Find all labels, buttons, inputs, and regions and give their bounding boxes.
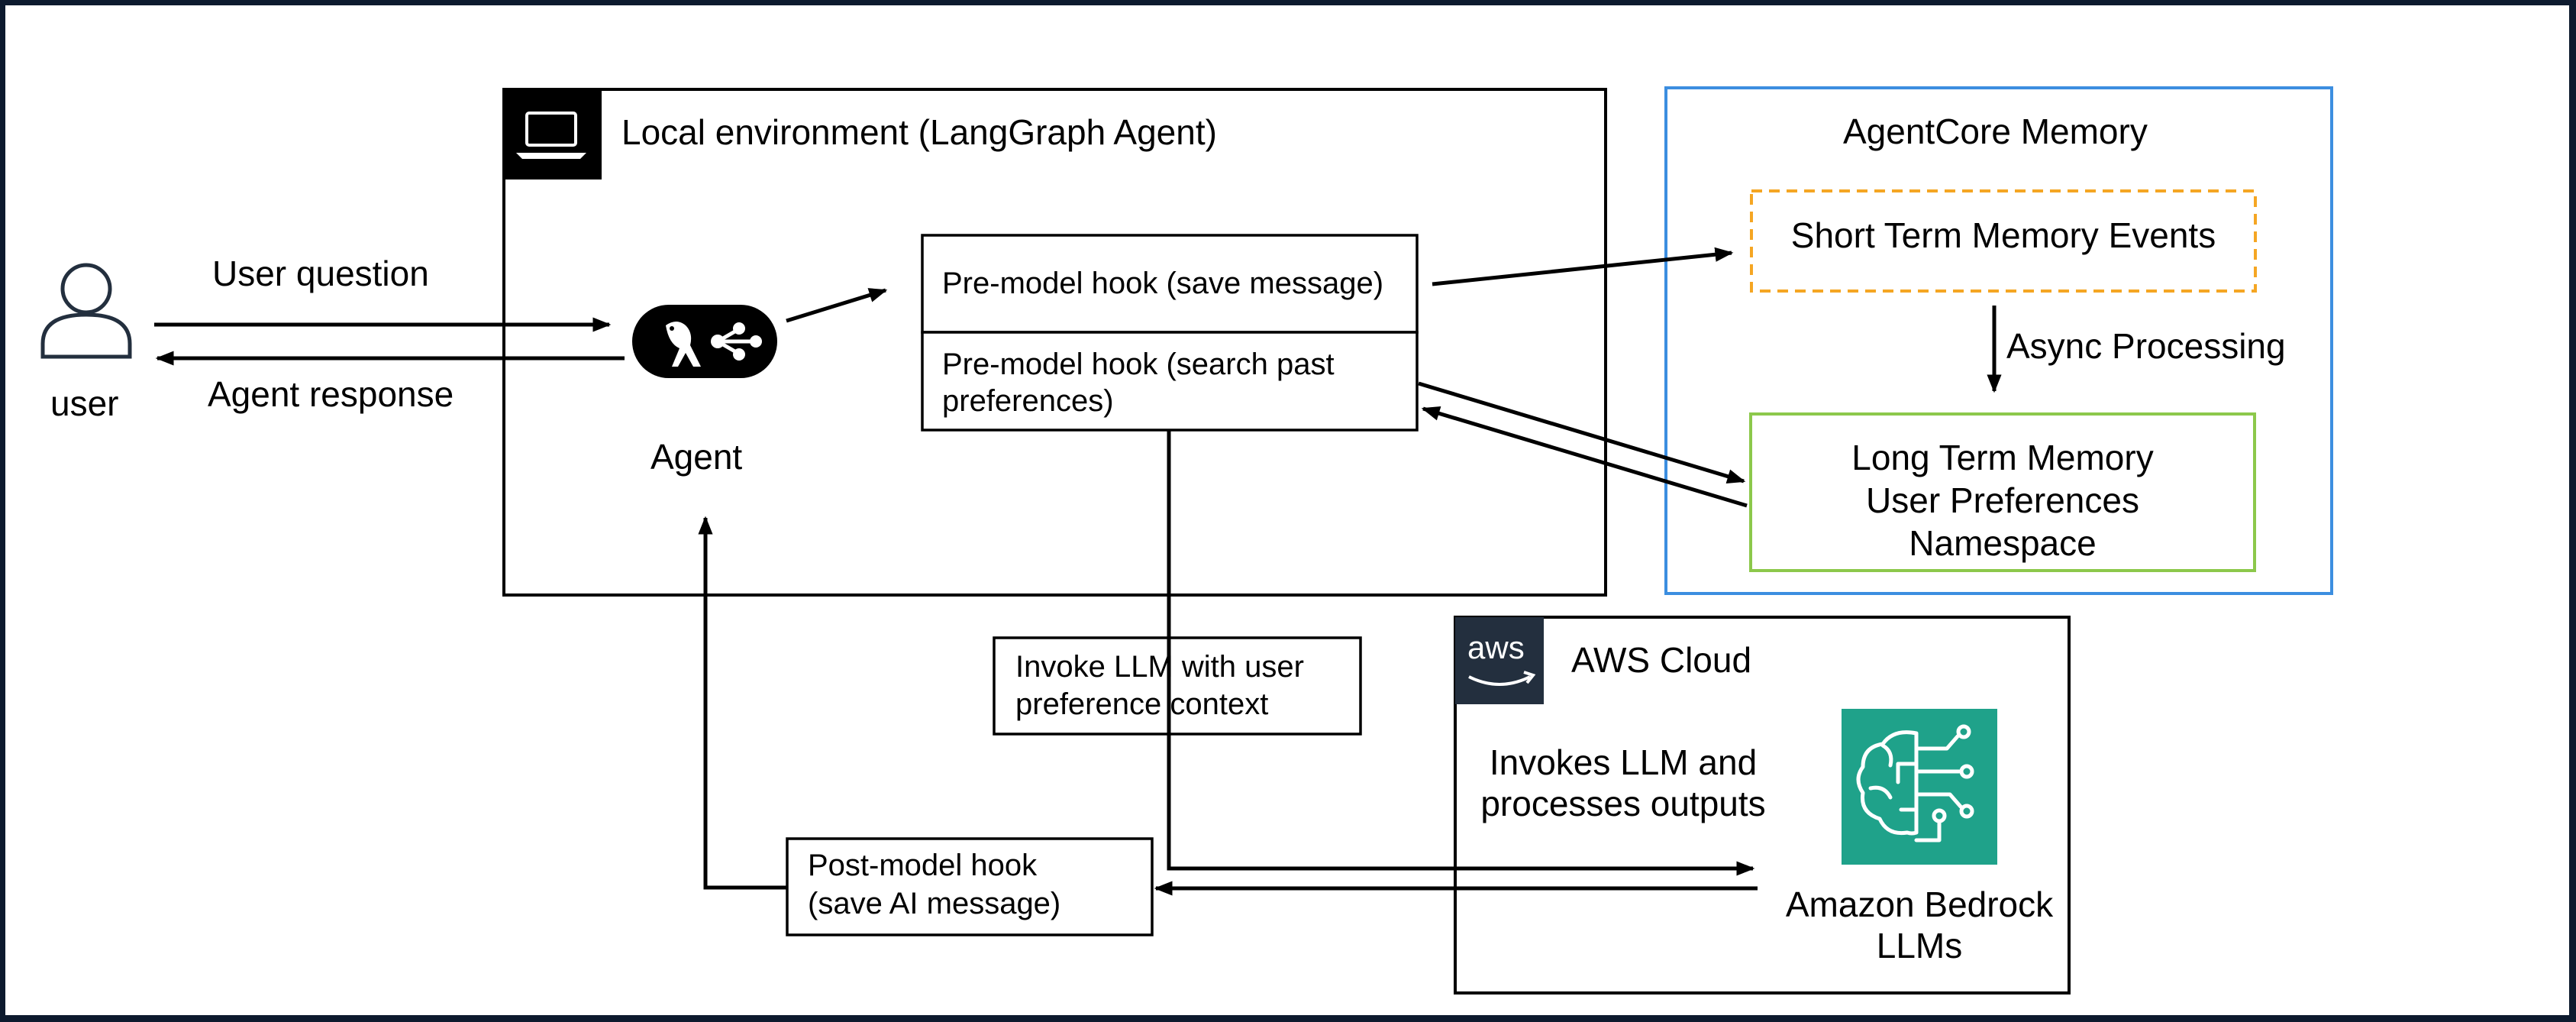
agent-label: Agent xyxy=(650,437,743,477)
aws-logo-text: aws xyxy=(1467,629,1525,665)
local-environment-box xyxy=(502,88,1607,597)
long-term-memory-line1: Long Term Memory xyxy=(1851,438,2154,477)
local-environment-title: Local environment (LangGraph Agent) xyxy=(621,112,1217,152)
pre-search-hook-label-line2: preferences) xyxy=(942,384,1114,418)
post-model-hook-label-line1: Post-model hook xyxy=(808,849,1038,882)
invoke-llm-label-line2: preference context xyxy=(1015,687,1269,721)
agentcore-memory-box xyxy=(1664,86,2333,595)
laptop-icon xyxy=(504,89,602,179)
long-term-memory-line3: Namespace xyxy=(1909,523,2097,563)
short-term-memory-label: Short Term Memory Events xyxy=(1790,215,2216,255)
pre-save-hook-label: Pre-model hook (save message) xyxy=(942,267,1384,300)
invoke-llm-box xyxy=(993,636,1362,736)
user-label: user xyxy=(50,383,119,423)
bedrock-label-line1: Amazon Bedrock xyxy=(1785,885,2054,924)
agent-to-hook-arrow xyxy=(786,288,888,323)
long-term-to-search-arrow xyxy=(1421,406,1748,508)
langgraph-logo xyxy=(632,305,777,378)
user-icon xyxy=(40,263,132,359)
pre-search-hook-box xyxy=(921,331,1419,432)
aws-cloud-box xyxy=(1454,616,2071,995)
short-term-memory-box xyxy=(1750,189,2257,293)
aws-cloud-title: AWS Cloud xyxy=(1571,640,1752,680)
post-hook-to-agent-arrow xyxy=(698,516,787,890)
invoke-llm-label-line1: Invoke LLM with user xyxy=(1015,650,1304,684)
post-model-hook-label-line2: (save AI message) xyxy=(808,887,1061,920)
agentcore-memory-title: AgentCore Memory xyxy=(1843,112,2148,151)
bedrock-brain-icon xyxy=(1842,709,1997,865)
long-term-memory-box xyxy=(1749,412,2256,572)
invoke-to-bedrock-line xyxy=(1167,430,1755,876)
agent-response-label: Agent response xyxy=(208,374,454,414)
async-processing-label: Async Processing xyxy=(2006,326,2286,366)
save-to-short-term-arrow xyxy=(1432,247,1734,286)
post-model-hook-box xyxy=(786,837,1154,936)
pre-save-hook-box xyxy=(921,234,1419,334)
pre-search-hook-label-line1: Pre-model hook (search past xyxy=(942,348,1335,381)
diagram-canvas xyxy=(5,5,2569,1015)
long-term-memory-line2: User Preferences xyxy=(1866,480,2139,520)
invokes-llm-label-line1: Invokes LLM and xyxy=(1489,742,1758,782)
user-question-label: User question xyxy=(212,254,429,293)
aws-logo xyxy=(1455,617,1544,704)
invokes-llm-label-line2: processes outputs xyxy=(1480,784,1766,823)
search-to-long-term-arrow xyxy=(1418,381,1746,484)
bedrock-label-line2: LLMs xyxy=(1876,926,1963,965)
